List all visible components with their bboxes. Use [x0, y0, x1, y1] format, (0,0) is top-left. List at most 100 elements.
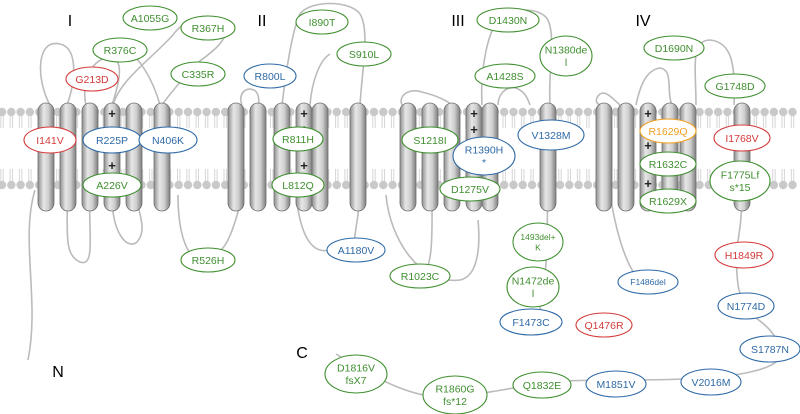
- lipid-head-bottom: [146, 180, 155, 190]
- domain-label-IV: IV: [635, 13, 650, 30]
- mutation-label: N406K: [152, 135, 184, 147]
- mutation-label: R225P: [96, 135, 128, 147]
- mutation-label: S1787N: [751, 344, 789, 356]
- mutation-label: N1380de: [545, 45, 588, 57]
- mutation-label: F1486del: [630, 277, 666, 287]
- transmembrane-helix: [227, 102, 245, 212]
- mutation-D1275V: D1275V: [439, 176, 501, 202]
- mutation-label: fs*12: [443, 396, 467, 408]
- mutation-label: N1472de: [512, 276, 555, 288]
- transmembrane-helix: [153, 102, 171, 212]
- mutation-label: A1428S: [486, 71, 523, 83]
- mutation-label: C335R: [182, 69, 215, 81]
- mutation-label: Q1476R: [584, 320, 624, 332]
- mutation-F1486del: F1486del: [617, 269, 679, 295]
- mutation-R526H: R526H: [180, 247, 236, 273]
- lipid-head-top: [341, 107, 351, 117]
- mutation-label: R1629Q: [648, 126, 687, 138]
- mutation-label: R1390H: [465, 145, 504, 157]
- mutation-label: l: [565, 57, 567, 69]
- mutation-S910L: S910L: [336, 41, 392, 67]
- lipid-head-top: [193, 107, 202, 117]
- mutation-label: fsX7: [345, 375, 366, 387]
- mutation-R1023C: R1023C: [389, 263, 451, 289]
- domain-labels: I II III IV N C: [52, 13, 651, 381]
- transmembrane-helix: [617, 102, 635, 212]
- lipid-head-bottom: [7, 180, 16, 190]
- lipid-head-top: [713, 107, 723, 117]
- mutation-label: L812Q: [282, 180, 314, 192]
- mutation-label: S1218I: [413, 135, 446, 147]
- lipid-head-bottom: [174, 180, 183, 190]
- loop-segment: [400, 90, 453, 106]
- lipid-head-top: [0, 107, 7, 117]
- mutation-label: R1632C: [649, 159, 688, 171]
- lipid-head-top: [211, 107, 221, 117]
- lipid-head-bottom: [565, 180, 574, 190]
- mutation-label: V1328M: [531, 130, 570, 142]
- positive-charge-mark: +: [644, 176, 652, 191]
- positive-charge-mark: +: [470, 122, 478, 137]
- lipid-head-bottom: [25, 180, 35, 190]
- mutation-label: R800L: [255, 71, 286, 83]
- mutation-R225P: R225P: [82, 126, 142, 154]
- mutation-label: D1430N: [489, 15, 528, 27]
- lipid-head-top: [565, 107, 574, 117]
- lipid-head-top: [7, 107, 16, 117]
- mutation-A1055G: A1055G: [122, 5, 178, 31]
- mutation-label: *: [482, 157, 486, 169]
- mutation-M1851V: M1851V: [585, 370, 647, 398]
- mutation-Q1476R: Q1476R: [575, 312, 633, 338]
- lipid-head-top: [388, 107, 397, 117]
- n-terminus-label: N: [52, 364, 64, 381]
- lipid-head-top: [509, 107, 518, 117]
- lipid-head-top: [221, 107, 230, 117]
- loop-segment: [27, 189, 36, 361]
- lipid-head-top: [25, 107, 35, 117]
- mutation-label: D1275V: [451, 184, 489, 196]
- mutation-S1218I: S1218I: [401, 126, 459, 154]
- lipid-head-top: [555, 107, 565, 117]
- lipid-head-bottom: [769, 180, 779, 190]
- loop-segment: [694, 39, 736, 106]
- positive-charge-mark: +: [300, 158, 308, 173]
- mutation-label: Q1832E: [523, 380, 562, 392]
- mutation-R367H: R367H: [180, 15, 236, 41]
- mutation-label: N1774D: [727, 301, 766, 313]
- lipid-head-bottom: [388, 180, 397, 190]
- mutation-A1180V: A1180V: [326, 237, 386, 263]
- lipid-head-top: [118, 107, 128, 117]
- lipid-head-top: [369, 107, 379, 117]
- mutation-label: R526H: [192, 255, 225, 267]
- lipid-head-bottom: [788, 180, 797, 190]
- mutation-label: G1748D: [715, 81, 755, 93]
- mutation-Q1832E: Q1832E: [512, 371, 572, 399]
- mutation-N406K: N406K: [138, 126, 198, 154]
- loop-segment: [309, 53, 331, 106]
- positive-charge-mark: +: [108, 106, 116, 121]
- mutation-label: V2016M: [691, 377, 730, 389]
- lipid-head-top: [183, 107, 193, 117]
- lipid-head-bottom: [0, 180, 7, 190]
- mutation-label: F1473C: [512, 317, 550, 329]
- lipid-head-bottom: [509, 180, 518, 190]
- transmembrane-helix: [421, 102, 439, 212]
- mutation-label: A226V: [96, 180, 128, 192]
- lipid-head-bottom: [779, 180, 788, 190]
- mutation-label: R1629X: [649, 196, 687, 208]
- lipid-head-bottom: [202, 180, 211, 190]
- mutation-H1849R: H1849R: [714, 241, 774, 269]
- transmembrane-helix: [59, 102, 77, 212]
- lipid-head-top: [146, 107, 155, 117]
- mutation-G1748D: G1748D: [704, 73, 766, 99]
- mutation-A226V: A226V: [82, 172, 142, 198]
- lipid-head-bottom: [379, 180, 388, 190]
- lipid-head-bottom: [527, 180, 537, 190]
- loop-segment: [66, 194, 92, 264]
- lipid-head-top: [779, 107, 788, 117]
